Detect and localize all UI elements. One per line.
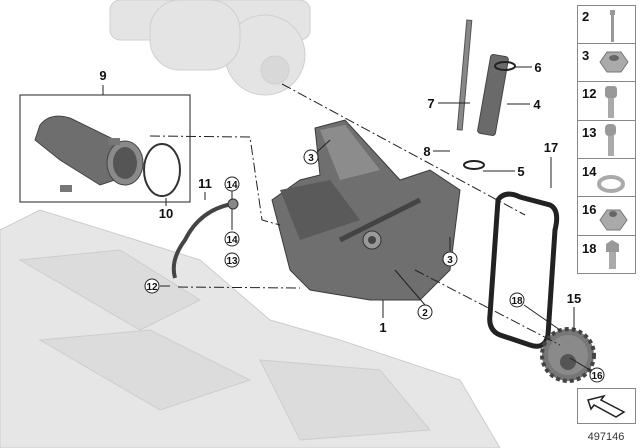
callout-18: 18 — [509, 292, 525, 308]
parts-panel: 2 3 12 13 14 16 18 — [577, 5, 636, 274]
callout-7: 7 — [427, 96, 434, 111]
svg-text:18: 18 — [582, 241, 596, 256]
callout-11: 11 — [198, 176, 212, 191]
panel-item-14[interactable]: 14 — [582, 164, 625, 193]
svg-text:2: 2 — [582, 9, 589, 24]
diagram-number: 497146 — [588, 431, 625, 443]
svg-text:12: 12 — [582, 86, 596, 101]
callout-17: 17 — [544, 140, 558, 155]
callout-6: 6 — [534, 60, 541, 75]
engine-block-ghost — [0, 209, 501, 448]
svg-text:12: 12 — [146, 282, 158, 293]
banjo-bolt-icon — [605, 124, 616, 136]
callout-2: 2 — [417, 304, 433, 320]
svg-text:3: 3 — [447, 255, 453, 266]
callout-8: 8 — [423, 144, 430, 159]
crankshaft-ghost — [109, 0, 311, 96]
callout-5: 5 — [517, 164, 524, 179]
arrow-icon — [587, 394, 626, 418]
svg-text:18: 18 — [511, 296, 523, 307]
sprocket — [540, 327, 596, 383]
svg-text:14: 14 — [226, 235, 238, 246]
panel-item-18[interactable]: 18 — [582, 240, 619, 269]
oil-pump-housing — [271, 119, 461, 301]
panel-item-16[interactable]: 16 — [582, 202, 628, 231]
panel-item-3[interactable]: 3 — [582, 48, 629, 73]
panel-item-2[interactable]: 2 — [582, 9, 615, 42]
drive-chain — [487, 191, 560, 349]
nut-icon — [599, 209, 628, 231]
washer-icon — [597, 175, 625, 193]
bolt-icon — [610, 10, 615, 15]
oil-hose — [171, 202, 233, 279]
orientation-arrow-button[interactable] — [577, 388, 636, 424]
callout-14a: 14 — [224, 176, 240, 192]
callout-14b: 14 — [224, 231, 240, 247]
svg-text:16: 16 — [591, 371, 603, 382]
callout-16: 16 — [589, 367, 605, 383]
svg-text:13: 13 — [226, 256, 238, 267]
svg-text:14: 14 — [226, 180, 238, 191]
pipe-parts — [456, 19, 516, 170]
callout-3a: 3 — [303, 149, 319, 165]
svg-text:13: 13 — [582, 125, 596, 140]
panel-item-12[interactable]: 12 — [582, 86, 617, 118]
bolt-icon — [605, 86, 617, 98]
callout-10: 10 — [159, 206, 173, 221]
callout-12: 12 — [144, 278, 160, 294]
panel-item-13[interactable]: 13 — [582, 124, 616, 156]
svg-text:3: 3 — [582, 48, 589, 63]
leader-lines — [102, 66, 591, 371]
svg-text:16: 16 — [582, 202, 596, 217]
svg-text:3: 3 — [308, 153, 314, 164]
callout-1: 1 — [379, 320, 386, 335]
nut-icon — [599, 51, 629, 73]
callout-15: 15 — [567, 291, 581, 306]
svg-text:2: 2 — [422, 308, 428, 319]
assembly-9-box — [19, 94, 191, 203]
svg-text:14: 14 — [582, 164, 597, 179]
bolt-icon — [606, 240, 619, 252]
callout-13: 13 — [224, 252, 240, 268]
banjo-fitting — [227, 198, 239, 210]
callout-9: 9 — [99, 68, 106, 83]
intake-pipe — [34, 115, 181, 197]
callout-4: 4 — [533, 97, 541, 112]
callout-3b: 3 — [442, 251, 458, 267]
